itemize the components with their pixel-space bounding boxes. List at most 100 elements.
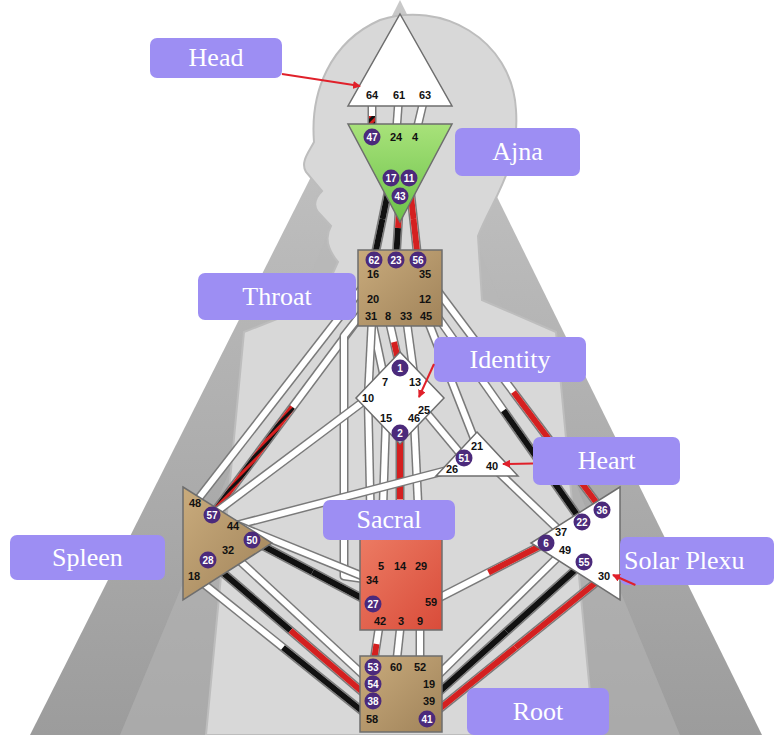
center-label: Identity — [434, 337, 586, 382]
defined-gate-number: 62 — [366, 252, 383, 269]
gate-number: 13 — [409, 376, 421, 388]
gate-number: 21 — [471, 440, 483, 452]
defined-gate-number: 27 — [365, 596, 382, 613]
gate-number: 30 — [598, 570, 610, 582]
gate-number: 34 — [366, 574, 378, 586]
center-shape — [183, 487, 272, 600]
channel-fill — [425, 299, 582, 522]
channel-outline — [429, 562, 584, 701]
gate-number: 40 — [486, 460, 498, 472]
activated-half — [516, 576, 605, 648]
gate-number: 7 — [382, 376, 388, 388]
center-shape — [348, 124, 452, 222]
gate-number: 60 — [390, 661, 402, 673]
label-text: Solar Plexu — [620, 537, 774, 576]
gate-number: 45 — [420, 310, 432, 322]
defined-gate-number: 57 — [204, 507, 221, 524]
center-label: Root — [467, 688, 609, 735]
defined-gate-number: 41 — [419, 711, 436, 728]
root-center: 53 60 52 54 19 38 39 58 41 — [359, 655, 443, 733]
sacral-center: 514293459274239 — [359, 537, 443, 631]
gate-number: 52 — [414, 661, 426, 673]
defined-gate-number: 2 — [392, 425, 409, 442]
defined-gate-number: 50 — [244, 532, 261, 549]
gate-number: 61 — [393, 89, 405, 101]
gate-number: 31 — [365, 310, 377, 322]
defined-gate-number: 47 — [364, 129, 381, 146]
heart-center: 21512640 — [434, 430, 520, 478]
gate-number: 19 — [423, 678, 435, 690]
center-label: Heart — [533, 437, 680, 485]
gate-number: 20 — [367, 293, 379, 305]
gate-number: 16 — [367, 268, 379, 280]
gate-number: 18 — [188, 570, 200, 582]
center-label: Throat — [198, 273, 356, 320]
center-shape — [360, 538, 442, 630]
gate-number: 59 — [425, 596, 437, 608]
channel-fill — [228, 550, 373, 684]
center-shape — [348, 14, 452, 106]
label-text: Heart — [533, 437, 680, 476]
gate-number: 48 — [189, 497, 201, 509]
gate-number: 58 — [366, 713, 378, 725]
label-text: Ajna — [455, 128, 580, 167]
gate-number: 33 — [400, 310, 412, 322]
defined-gate-number: 38 — [365, 693, 382, 710]
gate-number: 29 — [415, 560, 427, 572]
center-label: Ajna — [455, 128, 580, 176]
label-text: Throat — [198, 273, 356, 312]
throat-center: 62 23 56 16 35 20 12 31 8 33 45 — [357, 249, 443, 327]
center-label: Sacral — [323, 500, 455, 540]
center-shape — [531, 487, 620, 600]
defined-gate-number: 28 — [200, 552, 217, 569]
channel-fill — [431, 543, 546, 602]
channel-fill — [208, 560, 373, 701]
center-label: Head — [150, 38, 282, 78]
gate-number: 24 — [390, 131, 402, 143]
head-center: 64 61 63 — [346, 12, 454, 108]
channel-outline — [425, 299, 582, 522]
spleen-center: 48574450322818 — [181, 485, 274, 602]
defined-gate-number: 1 — [392, 360, 409, 377]
label-text: Spleen — [10, 535, 165, 573]
gate-number: 26 — [446, 463, 458, 475]
gate-number: 39 — [423, 695, 435, 707]
defined-gate-number: 56 — [410, 252, 427, 269]
leader-arrow — [282, 74, 360, 86]
gate-number: 46 — [408, 412, 420, 424]
gate-number: 15 — [380, 412, 392, 424]
channel-outline — [431, 543, 546, 602]
gate-number: 10 — [362, 392, 374, 404]
channel-line — [431, 543, 546, 602]
gate-number: 12 — [419, 293, 431, 305]
gate-number: 32 — [222, 544, 234, 556]
defined-gate-number: 54 — [365, 676, 382, 693]
gate-number: 64 — [366, 89, 378, 101]
center-label: Spleen — [10, 535, 165, 580]
defined-gate-number: 22 — [574, 514, 591, 531]
gate-number: 49 — [559, 544, 571, 556]
label-text: Identity — [434, 337, 586, 375]
center-shape — [436, 432, 518, 476]
defined-gate-number: 53 — [365, 659, 382, 676]
solar-plexus-center: 3622637495530 — [529, 485, 622, 602]
center-shape — [360, 656, 442, 732]
defined-gate-number: 23 — [388, 252, 405, 269]
gate-number: 37 — [555, 526, 567, 538]
gate-number: 4 — [412, 131, 418, 143]
gate-number: 35 — [419, 268, 431, 280]
ajna-center: 47244171143 — [346, 122, 454, 224]
gate-number: 3 — [398, 615, 404, 627]
defined-gate-number: 36 — [594, 502, 611, 519]
defined-gate-number: 11 — [401, 170, 418, 187]
channel-line — [425, 299, 582, 522]
gate-number: 63 — [419, 89, 431, 101]
defined-gate-number: 43 — [392, 188, 409, 205]
identity-center: 1713102515462 — [354, 350, 446, 446]
channel-fill — [429, 562, 584, 701]
center-shape — [358, 250, 442, 326]
gate-number: 8 — [385, 310, 391, 322]
channel-line — [228, 550, 373, 684]
center-label: Solar Plexu — [620, 537, 774, 585]
gate-number: 9 — [417, 615, 423, 627]
